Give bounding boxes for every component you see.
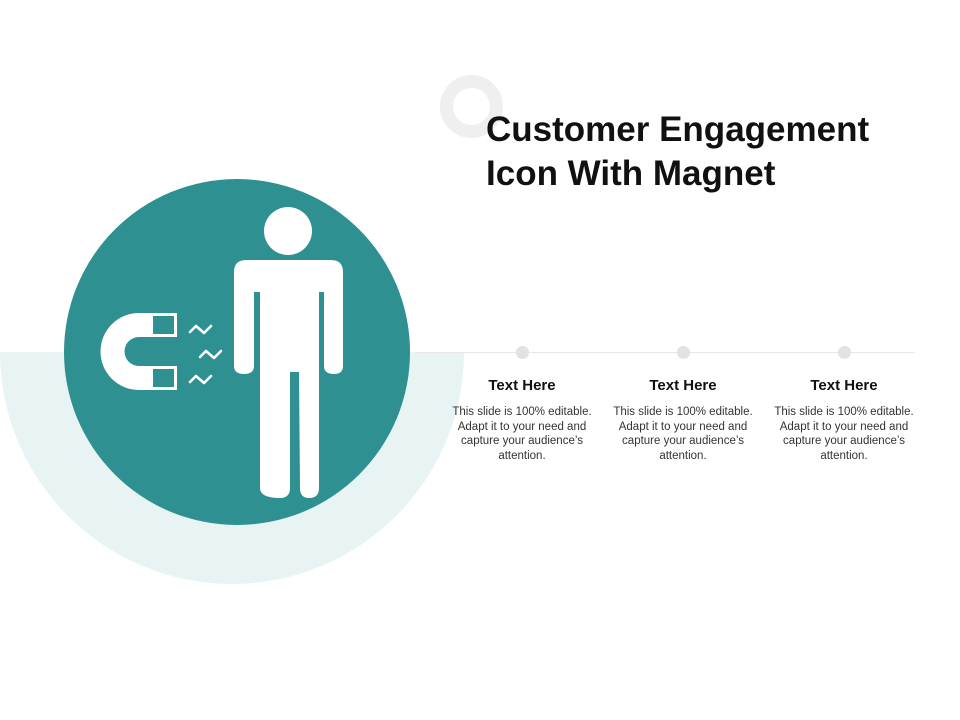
column-heading: Text Here bbox=[649, 377, 717, 394]
column-body: This slide is 100% editable. Adapt it to… bbox=[613, 406, 753, 462]
timeline-dot-3 bbox=[838, 346, 851, 359]
title-line-2: Icon With Magnet bbox=[486, 154, 776, 193]
magnet-icon bbox=[100, 313, 177, 390]
text-column-2: Text Here This slide is 100% editable. A… bbox=[608, 376, 758, 463]
timeline-line bbox=[415, 352, 915, 353]
column-heading: Text Here bbox=[488, 377, 556, 394]
magnetic-field-icon bbox=[188, 324, 223, 385]
title-line-1: Customer Engagement bbox=[486, 110, 870, 149]
timeline-dot-1 bbox=[516, 346, 529, 359]
page-title: Customer Engagement Icon With Magnet bbox=[486, 108, 926, 196]
column-heading: Text Here bbox=[810, 377, 878, 394]
text-column-3: Text Here This slide is 100% editable. A… bbox=[769, 376, 919, 463]
column-body: This slide is 100% editable. Adapt it to… bbox=[452, 406, 592, 462]
text-column-1: Text Here This slide is 100% editable. A… bbox=[447, 376, 597, 463]
column-body: This slide is 100% editable. Adapt it to… bbox=[774, 406, 914, 462]
person-icon bbox=[234, 207, 343, 498]
timeline-dot-2 bbox=[677, 346, 690, 359]
